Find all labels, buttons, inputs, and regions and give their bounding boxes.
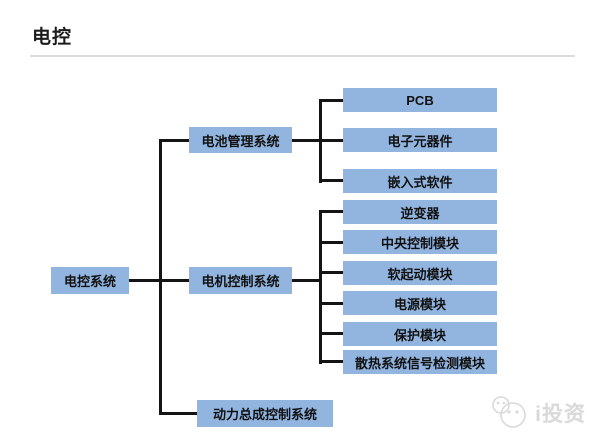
connector-stub-power-module	[319, 302, 343, 305]
node-embedded-software: 嵌入式软件	[343, 169, 497, 193]
node-central-control-module: 中央控制模块	[343, 230, 497, 254]
connector-stub-thermal-signal	[319, 360, 343, 363]
double-smiley-icon	[492, 396, 526, 428]
node-battery-management: 电池管理系统	[189, 127, 292, 153]
node-thermal-signal-detection-module: 散热系统信号检测模块	[343, 350, 497, 374]
connector-root-to-motor	[129, 279, 189, 282]
watermark: i投资	[489, 395, 586, 431]
watermark-text: i投资	[535, 403, 586, 426]
node-root: 电控系统	[51, 267, 129, 294]
connector-stub-embedded-software	[319, 179, 343, 182]
page-title: 电控	[32, 27, 73, 48]
node-electronic-components: 电子元器件	[343, 128, 497, 152]
title-divider	[30, 55, 575, 57]
node-soft-start-module: 软起动模块	[343, 261, 497, 285]
node-power-module: 电源模块	[343, 291, 497, 315]
connector-stub-soft-start	[319, 271, 343, 274]
node-motor-control: 电机控制系统	[189, 267, 292, 294]
connector-stub-central-control	[319, 241, 343, 244]
connector-motor-children-trunk	[319, 210, 322, 364]
connector-stub-protection	[319, 332, 343, 335]
connector-stub-inverter	[319, 210, 343, 213]
node-powertrain-control: 动力总成控制系统	[197, 400, 333, 427]
node-pcb: PCB	[343, 88, 497, 112]
node-inverter: 逆变器	[343, 200, 497, 224]
connector-trunk-to-powertrain	[159, 412, 197, 415]
node-protection-module: 保护模块	[343, 322, 497, 346]
connector-motor-to-trunk	[292, 279, 320, 282]
connector-main-trunk	[159, 139, 162, 415]
connector-trunk-to-battery	[159, 139, 189, 142]
connector-battery-to-children	[292, 139, 343, 142]
connector-stub-pcb	[319, 99, 343, 102]
